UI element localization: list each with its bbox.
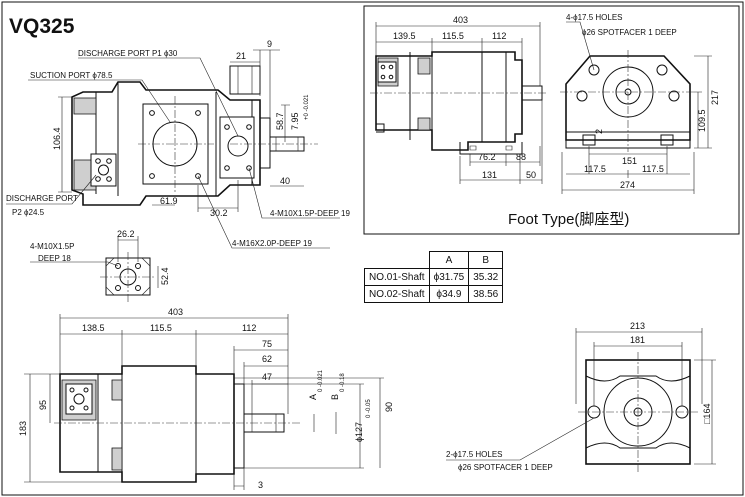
flange-dim-B: B (330, 394, 340, 400)
shaft-row1-b: 35.32 (468, 268, 504, 286)
dim-9: 9 (267, 39, 272, 49)
shaft-table: A B NO.01-Shaft ϕ31.75 35.32 NO.02-Shaft… (364, 251, 504, 303)
dim-26-2: 26.2 (117, 229, 135, 239)
foot-dim-117-5a: 117.5 (584, 164, 606, 174)
dim-58-7: 58.7 (275, 112, 285, 130)
shaft-row1-name: NO.01-Shaft (364, 268, 430, 286)
shaft-header-a: A (428, 251, 470, 269)
foot-dim-403: 403 (453, 15, 468, 25)
foot-dim-76-2: 76.2 (478, 152, 496, 162)
foot-dim-112: 112 (492, 31, 506, 41)
flange-dim-112: 112 (242, 323, 256, 333)
shaft-header-b: B (468, 251, 504, 269)
dim-21: 21 (236, 51, 246, 61)
flange-dim-75: 75 (262, 339, 272, 349)
shaft-table-header: A B (364, 251, 504, 269)
flange-end-dim-181: 181 (630, 335, 645, 345)
foot-end-view: 217 109.5 2 151 117.5 117.5 274 4-ϕ17.5 … (560, 13, 720, 194)
foot-label-holes: 4-ϕ17.5 HOLES (566, 13, 623, 22)
flange-dim-3: 3 (258, 480, 263, 490)
foot-dim-115-5: 115.5 (442, 31, 464, 41)
foot-dim-50: 50 (526, 170, 536, 180)
dim-52-4: 52.4 (160, 267, 170, 285)
foot-type-title: Foot Type(脚座型) (508, 211, 629, 228)
flange-side-view: 403 138.5 115.5 112 75 62 47 95 183 A 0 … (18, 307, 394, 490)
shaft-row2-name: NO.02-Shaft (364, 285, 430, 303)
flange-end-dim-213: 213 (630, 321, 645, 331)
port-detail: 26.2 52.4 4-M10X1.5P DEEP 18 (30, 229, 170, 302)
flange-dim-183: 183 (18, 421, 28, 436)
flange-end-view: 213 181 □164 2-ϕ17.5 HOLES ϕ26 SPOTFACER… (446, 321, 716, 472)
side-view (71, 65, 318, 206)
side-view-dims: 9 21 106.4 58.7 7.95 +0 -0.021 40 61.9 3… (6, 39, 350, 249)
foot-dim-117-5b: 117.5 (642, 164, 664, 174)
foot-dim-139-5: 139.5 (393, 31, 416, 41)
flange-end-dim-164: □164 (702, 404, 712, 424)
table-row: NO.01-Shaft ϕ31.75 35.32 (364, 268, 504, 286)
flange-end-label-holes: 2-ϕ17.5 HOLES (446, 450, 503, 459)
flange-dim-47: 47 (262, 372, 272, 382)
foot-side-view: 403 139.5 115.5 112 76.2 88 131 50 (370, 15, 548, 184)
foot-label-spotfacer: ϕ26 SPOTFACER 1 DEEP (582, 28, 677, 37)
flange-tol-B: 0 -0.18 (340, 373, 346, 392)
port-detail-label-1: 4-M10X1.5P (30, 242, 74, 251)
flange-tol-A: 0 -0.021 (318, 369, 324, 392)
table-row: NO.02-Shaft ϕ34.9 38.56 (364, 285, 504, 303)
flange-dim-A: A (308, 394, 318, 400)
flange-dim-90: 90 (384, 402, 394, 412)
flange-dim-95: 95 (38, 400, 48, 410)
flange-dim-115-5: 115.5 (150, 323, 172, 333)
foot-dim-88: 88 (516, 152, 526, 162)
dim-7-95: 7.95 (290, 112, 300, 130)
shaft-header-empty (364, 251, 430, 269)
dim-61-9: 61.9 (160, 196, 178, 206)
label-thread-m16: 4-M16X2.0P-DEEP 19 (232, 239, 312, 248)
tol-7-95: +0 -0.021 (304, 94, 310, 120)
shaft-row1-a: ϕ31.75 (428, 268, 470, 286)
port-detail-label-2: DEEP 18 (38, 254, 71, 263)
foot-dim-151: 151 (622, 156, 637, 166)
dim-30-2: 30.2 (210, 208, 228, 218)
flange-end-label-spotfacer: ϕ26 SPOTFACER 1 DEEP (458, 463, 553, 472)
flange-dim-62: 62 (262, 354, 272, 364)
label-suction-port: SUCTION PORT ϕ78.5 (30, 71, 113, 80)
flange-dim-403: 403 (168, 307, 183, 317)
dim-40: 40 (280, 176, 290, 186)
foot-type-frame (363, 5, 740, 235)
foot-dim-274: 274 (620, 180, 635, 190)
foot-dim-2: 2 (594, 129, 604, 134)
shaft-row2-b: 38.56 (468, 285, 504, 303)
foot-dim-217: 217 (710, 90, 720, 105)
dim-106-4: 106.4 (52, 127, 62, 150)
flange-tol-127: 0 -0.05 (366, 399, 372, 418)
flange-dim-138-5: 138.5 (82, 323, 105, 333)
label-discharge-port-p2-1: DISCHARGE PORT (6, 194, 78, 203)
flange-dim-127: ϕ127 (354, 422, 364, 442)
label-discharge-port-p1: DISCHARGE PORT P1 ϕ30 (78, 49, 178, 58)
label-discharge-port-p2-2: P2 ϕ24.5 (12, 208, 45, 217)
model-title: VQ325 (9, 15, 75, 38)
shaft-row2-a: ϕ34.9 (428, 285, 470, 303)
foot-dim-131: 131 (482, 170, 497, 180)
foot-dim-109-5: 109.5 (697, 109, 707, 132)
label-thread-m10: 4-M10X1.5P-DEEP 19 (270, 209, 350, 218)
